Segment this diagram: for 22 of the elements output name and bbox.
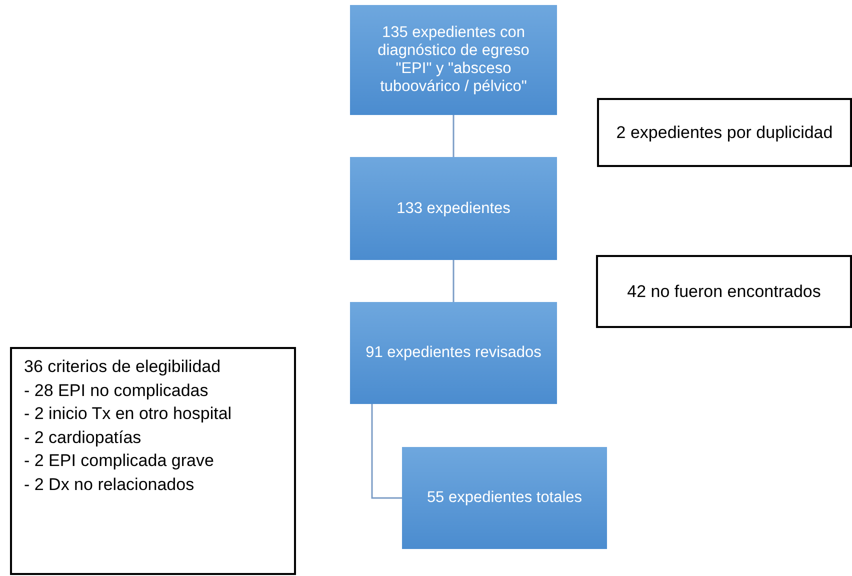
process-box [350, 157, 557, 260]
note-box [597, 98, 852, 167]
box-text: - 2 inicio Tx en otro hospital [24, 403, 232, 425]
box-text: 2 expedientes por duplicidad [616, 122, 833, 143]
box-text: 91 expedientes revisados [366, 344, 542, 362]
box-text: 36 criterios de elegibilidad [24, 356, 221, 378]
process-box [350, 5, 557, 115]
box-text: - 2 Dx no relacionados [24, 474, 194, 496]
connector-line [452, 115, 454, 157]
box-text: 133 expedientes [396, 200, 510, 218]
box-text: 55 expedientes totales [426, 489, 582, 507]
note-box [596, 255, 852, 328]
box-text: - 2 cardiopatías [24, 426, 142, 448]
box-text: - 28 EPI no complicadas [24, 380, 208, 402]
connector-line [371, 404, 402, 499]
process-box [402, 447, 607, 549]
connector-line [452, 260, 454, 302]
box-text: 135 expedientes con diagnóstico de egreso "EPI" y "absceso tuboovárico / pélvico" [376, 24, 530, 96]
box-text: 42 no fueron encontrados [627, 281, 821, 302]
note-box [10, 347, 296, 575]
process-box [350, 302, 557, 404]
box-text: - 2 EPI complicada grave [24, 450, 214, 472]
